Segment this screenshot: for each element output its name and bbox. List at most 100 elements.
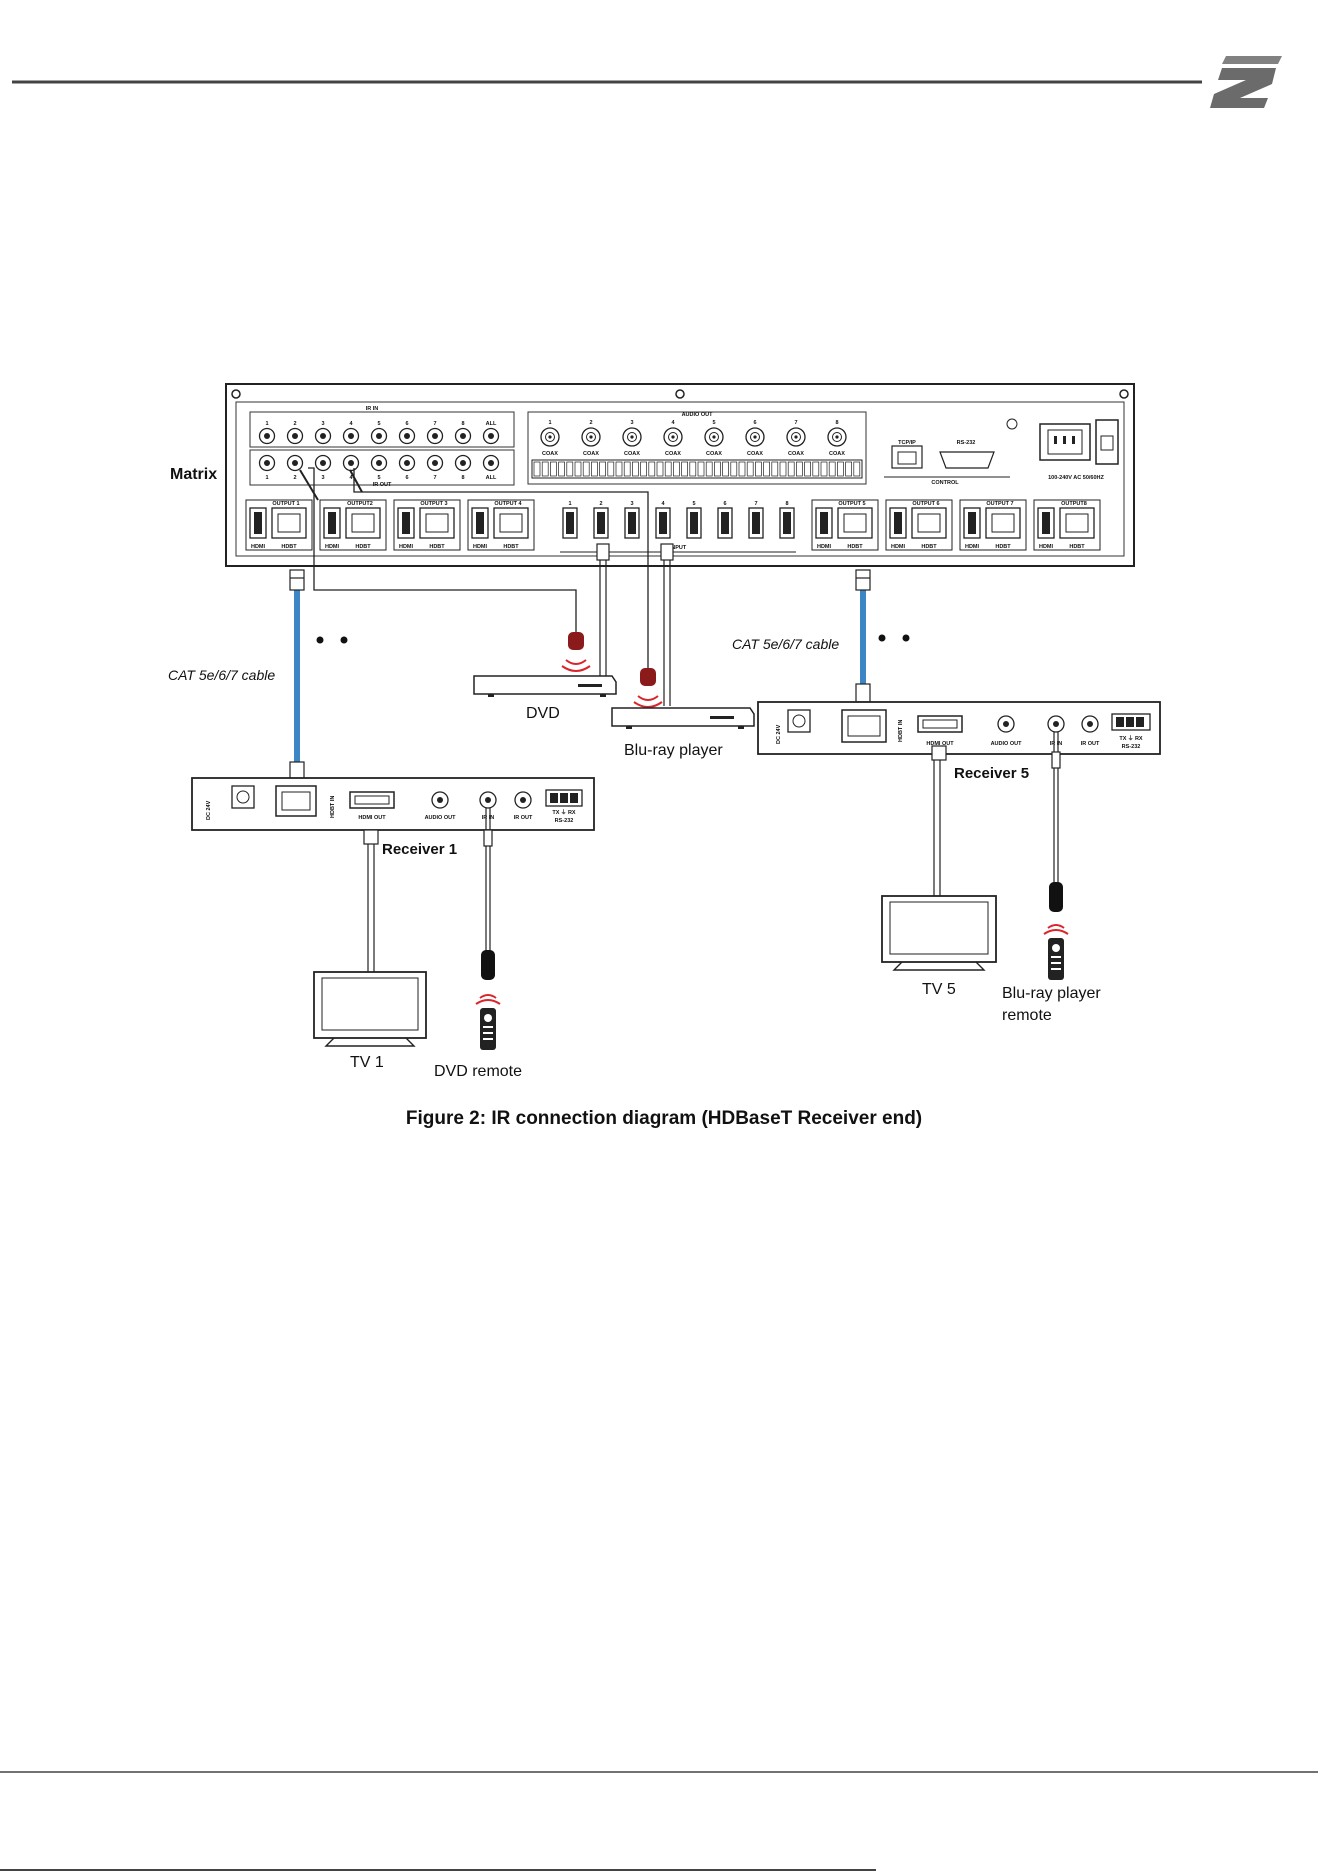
input-hdmi-slot bbox=[721, 512, 729, 534]
hdbt-port-jack bbox=[277, 513, 301, 533]
terminal-pin bbox=[582, 461, 590, 477]
input-label: INPUT bbox=[670, 545, 687, 551]
receiver-5-ir-in-label: IR IN bbox=[1050, 741, 1063, 747]
input-hdmi-port bbox=[686, 507, 702, 539]
coax-jack-ring bbox=[750, 432, 760, 442]
coax-jack-ring bbox=[668, 432, 678, 442]
ir-in-port-jack bbox=[370, 427, 388, 445]
ir-port-block bbox=[249, 411, 515, 486]
hdmi-port-slot bbox=[328, 512, 336, 534]
coax-jack bbox=[704, 427, 724, 447]
ir-out-port-number: 6 bbox=[405, 475, 408, 481]
coax-label: COAX bbox=[706, 451, 722, 457]
hdmi-port bbox=[963, 507, 981, 539]
bluray-remote-label-line1: Blu-ray player bbox=[1002, 985, 1101, 1002]
receiver-5-dc-label: DC 24V bbox=[776, 724, 782, 744]
input-hdmi-slot bbox=[597, 512, 605, 534]
ir-in-port-number: 3 bbox=[321, 421, 324, 427]
input-hdmi-slot bbox=[628, 512, 636, 534]
terminal-pin bbox=[730, 461, 738, 477]
ir-in-port-jack bbox=[398, 427, 416, 445]
terminal-pin bbox=[689, 461, 697, 477]
bluray-player-icon bbox=[611, 707, 755, 729]
hdbt-label: HDBT bbox=[429, 544, 445, 550]
terminal-pin bbox=[640, 461, 647, 477]
ir-in-port-number: 4 bbox=[349, 421, 353, 427]
ir-in-port-jack-pin bbox=[460, 433, 466, 439]
ir-emitter-cables bbox=[299, 467, 649, 668]
tv-1-label: TV 1 bbox=[350, 1054, 384, 1071]
receiver-1-ir-in-label: IR IN bbox=[482, 815, 495, 821]
terminal-pin bbox=[656, 461, 664, 477]
terminal-pin bbox=[533, 461, 541, 477]
bluray-label: Blu-ray player bbox=[624, 742, 723, 759]
receiver-5-hdmi-out-label: HDMI OUT bbox=[926, 741, 954, 747]
hdbt-port bbox=[345, 507, 381, 539]
hdmi-port-slot bbox=[820, 512, 828, 534]
coax-jack bbox=[581, 427, 601, 447]
coax-jack bbox=[745, 427, 765, 447]
ir-out-port-number: 4 bbox=[349, 475, 353, 481]
dvd-label: DVD bbox=[526, 705, 560, 722]
hdbt-port-jack bbox=[425, 513, 449, 533]
ir-in-port-jack-pin bbox=[264, 433, 270, 439]
ir-in-port-jack-pin bbox=[292, 433, 298, 439]
coax-jack-pin bbox=[548, 435, 552, 439]
terminal-pin bbox=[763, 461, 770, 477]
coax-label: COAX bbox=[624, 451, 640, 457]
input-hdmi-port bbox=[624, 507, 640, 539]
coax-jack bbox=[540, 427, 560, 447]
terminal-pin bbox=[591, 461, 598, 477]
input-hdmi-port bbox=[655, 507, 671, 539]
coax-jack-pin bbox=[753, 435, 757, 439]
ir-out-port-jack bbox=[398, 454, 416, 472]
hdbt-port bbox=[837, 507, 873, 539]
output-label: OUTPUT 3 bbox=[420, 501, 447, 507]
terminal-pin bbox=[837, 461, 844, 477]
cat-cable-label-right: CAT 5e/6/7 cable bbox=[732, 636, 839, 652]
ir-in-port-jack-pin bbox=[348, 433, 354, 439]
terminal-pin bbox=[648, 461, 656, 477]
input-number: 3 bbox=[630, 501, 633, 507]
ir-out-port-jack-pin bbox=[292, 460, 298, 466]
hdbt-label: HDBT bbox=[995, 544, 1011, 550]
hdmi-port bbox=[323, 507, 341, 539]
receiver-1-name: Receiver 1 bbox=[382, 841, 457, 858]
hdmi-port-slot bbox=[402, 512, 410, 534]
coax-label: COAX bbox=[788, 451, 804, 457]
input-number: 4 bbox=[661, 501, 665, 507]
audio-out-block bbox=[527, 411, 867, 485]
coax-number: 6 bbox=[753, 420, 756, 426]
receiver-5-chassis bbox=[757, 701, 1161, 755]
coax-number: 1 bbox=[548, 420, 551, 426]
hdbt-port bbox=[493, 507, 529, 539]
input-hdmi-slot bbox=[566, 512, 574, 534]
hdbt-label: HDBT bbox=[921, 544, 937, 550]
hdbt-port-jack bbox=[991, 513, 1015, 533]
terminal-pin bbox=[697, 461, 705, 477]
terminal-pin bbox=[574, 461, 582, 477]
receiver-1-rs232-label: RS-232 bbox=[555, 818, 574, 824]
terminal-pin bbox=[746, 461, 754, 477]
hdmi-label: HDMI bbox=[251, 544, 266, 550]
dvd-remote-label: DVD remote bbox=[434, 1063, 522, 1080]
input-hdmi-port bbox=[593, 507, 609, 539]
ir-in-port-jack bbox=[482, 427, 500, 445]
hdmi-port bbox=[249, 507, 267, 539]
ir-in-port-jack bbox=[454, 427, 472, 445]
terminal-pin bbox=[812, 461, 820, 477]
brand-logo-icon bbox=[1210, 56, 1282, 108]
hdmi-label: HDMI bbox=[817, 544, 832, 550]
input-hdmi-slot bbox=[752, 512, 760, 534]
coax-jack-ring bbox=[545, 432, 555, 442]
hdmi-label: HDMI bbox=[473, 544, 488, 550]
receiver-1-output-cables bbox=[363, 808, 493, 972]
coax-jack-ring bbox=[832, 432, 842, 442]
hdbt-label: HDBT bbox=[355, 544, 371, 550]
terminal-pin bbox=[566, 461, 574, 477]
